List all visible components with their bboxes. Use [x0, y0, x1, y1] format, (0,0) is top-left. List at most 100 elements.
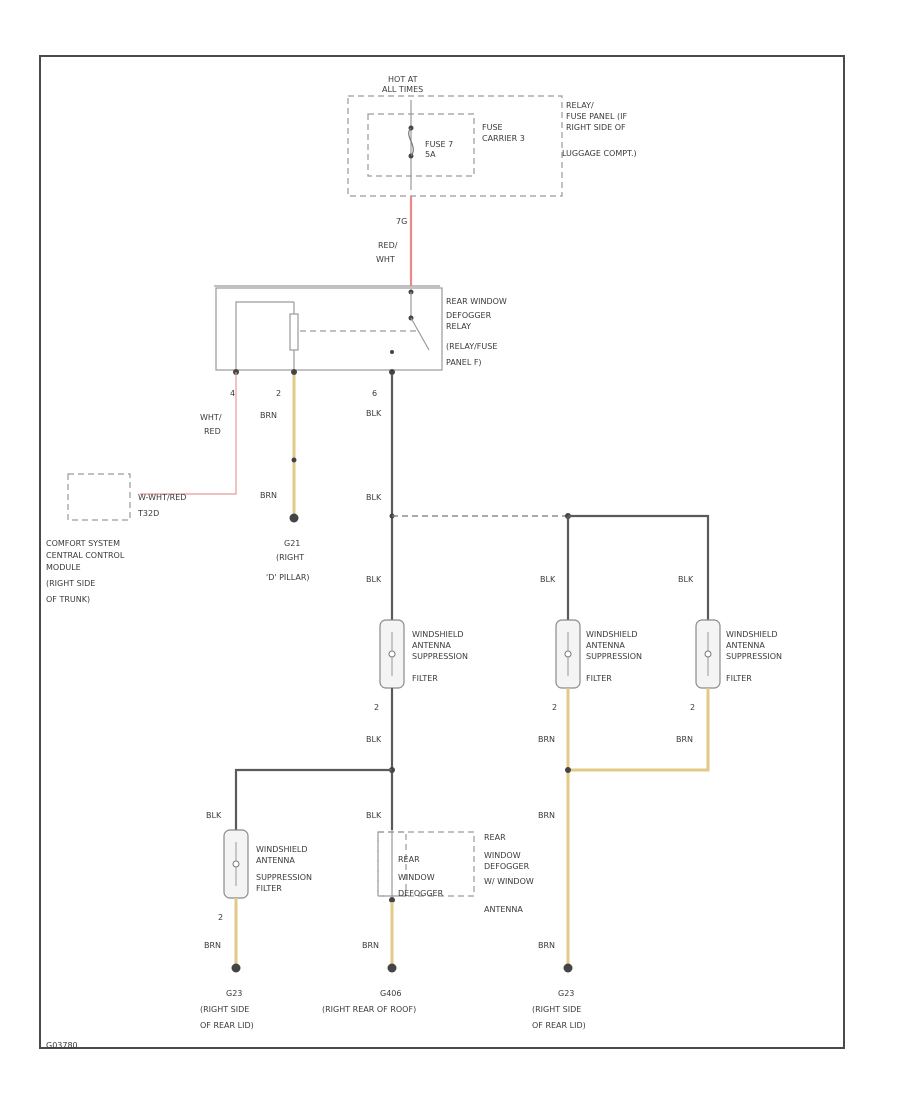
carrier-label-line2: CARRIER 3 — [482, 134, 525, 143]
relay-box — [215, 287, 443, 371]
filter-a-label-line2: ANTENNA — [412, 641, 451, 650]
relay-output-node — [390, 350, 394, 354]
filter-a-label-line3: SUPPRESSION — [412, 652, 468, 661]
ccm-label-line5: OF TRUNK) — [46, 595, 90, 604]
filter-d-label-line3: SUPPRESSION — [256, 873, 312, 882]
filter-a-label-line4: FILTER — [412, 674, 438, 683]
brn-label-filter-d: BRN — [204, 941, 221, 950]
relay-label-line4: (RELAY/FUSE — [446, 342, 497, 351]
carrier-label-line1: FUSE — [482, 123, 503, 132]
relay-pin-6: 6 — [372, 389, 377, 398]
defogger-label-line2: WINDOW — [398, 873, 435, 882]
filter-b-label-line3: SUPPRESSION — [586, 652, 642, 661]
defogger-label-line1: REAR — [398, 855, 420, 864]
ccm-wire-label: W-WHT/RED — [138, 493, 186, 502]
relay-switch-contact — [410, 317, 430, 351]
red-wht-label-line2: WHT — [376, 255, 395, 264]
filter-d-capacitor — [232, 860, 240, 868]
filter-d-label-line4: FILTER — [256, 884, 282, 893]
relay-pin-2: 2 — [276, 389, 281, 398]
filter-a-label-line1: WINDSHIELD — [412, 630, 464, 639]
filter-b-label-line2: ANTENNA — [586, 641, 625, 650]
ground-g21-loc-line1: (RIGHT — [276, 553, 304, 562]
blk-label-8: BLK — [366, 811, 382, 820]
figure-id: G03780 — [46, 1041, 78, 1050]
ccm-connector: T32D — [137, 509, 159, 518]
filter-a-capacitor — [388, 650, 396, 658]
defogger-antenna-label-line5: ANTENNA — [484, 905, 523, 914]
filter-c-label-line2: ANTENNA — [726, 641, 765, 650]
filter-c-pin: 2 — [690, 703, 695, 712]
blk-label-6: BLK — [366, 735, 382, 744]
relay-label-line2: DEFOGGER — [446, 311, 492, 320]
ground-g23-right-symbol — [563, 963, 573, 973]
blk-label-1: BLK — [366, 409, 382, 418]
relay-pin-2-node — [291, 369, 297, 375]
filter-b-capacitor — [564, 650, 572, 658]
ccm-label-line3: MODULE — [46, 563, 81, 572]
defogger-output-node — [389, 897, 395, 903]
fuse-element — [408, 127, 414, 157]
relay-coil-circuit — [235, 301, 294, 372]
relay-panel-label-line3: RIGHT SIDE OF — [566, 123, 626, 132]
fuse-pin-label: 7G — [396, 217, 407, 226]
fuse-label-line1: FUSE 7 — [425, 140, 453, 149]
ccm-label-line1: COMFORT SYSTEM — [46, 539, 120, 548]
wht-red-label-line2: RED — [204, 427, 221, 436]
defogger-antenna-label-line4: W/ WINDOW — [484, 877, 534, 886]
defogger-antenna-label-line2: WINDOW — [484, 851, 521, 860]
brn-label-defogger: BRN — [362, 941, 379, 950]
relay-panel-label-line1: RELAY/ — [566, 101, 594, 110]
defogger-label-line3: DEFOGGER — [398, 889, 444, 898]
filter-c-label-line1: WINDSHIELD — [726, 630, 778, 639]
brn-label-right-1: BRN — [538, 811, 555, 820]
ground-g23-right-loc-line2: OF REAR LID) — [532, 1021, 586, 1030]
filter-d-label-line2: ANTENNA — [256, 856, 295, 865]
defogger-antenna-label-line1: REAR — [484, 833, 506, 842]
ground-g406-loc: (RIGHT REAR OF ROOF) — [322, 1005, 416, 1014]
wht-red-label-line1: WHT/ — [200, 413, 222, 422]
filter-c-label-line4: FILTER — [726, 674, 752, 683]
blk-label-3: BLK — [366, 575, 382, 584]
filter-b-pin: 2 — [552, 703, 557, 712]
blk-wire-filter-d — [234, 768, 392, 830]
ground-g23-left-symbol — [231, 963, 241, 973]
ground-g23-right-loc-line1: (RIGHT SIDE — [532, 1005, 581, 1014]
blk-label-7: BLK — [206, 811, 222, 820]
brn-label-filter-c: BRN — [676, 735, 693, 744]
relay-panel-label-line4: LUGGAGE COMPT.) — [562, 149, 637, 158]
relay-pin-6-node — [389, 369, 395, 375]
ground-g23-right-id: G23 — [558, 989, 574, 998]
ground-g21-symbol — [289, 513, 299, 523]
diagram-border — [39, 55, 845, 1049]
blk-wire-filter-c — [568, 514, 710, 620]
brn-wire-filter-c — [568, 688, 710, 772]
ground-g406-symbol — [387, 963, 397, 973]
brn-label-pin2: BRN — [260, 411, 277, 420]
filter-d-pin: 2 — [218, 913, 223, 922]
relay-pin-4: 4 — [230, 389, 235, 398]
red-wht-label-line1: RED/ — [378, 241, 398, 250]
filter-c-capacitor — [704, 650, 712, 658]
filter-d-label-line1: WINDSHIELD — [256, 845, 308, 854]
filter-b-label-line1: WINDSHIELD — [586, 630, 638, 639]
relay-coil — [289, 313, 299, 351]
brn-splice-right — [565, 767, 571, 773]
relay-label-line1: REAR WINDOW — [446, 297, 507, 306]
ground-g23-left-loc-line1: (RIGHT SIDE — [200, 1005, 249, 1014]
ground-g21-id: G21 — [284, 539, 300, 548]
brn-label-g21: BRN — [260, 491, 277, 500]
hot-label-line2: ALL TIMES — [382, 85, 423, 94]
brn-splice-g21 — [291, 457, 297, 463]
relay-panel-label-line2: FUSE PANEL (IF — [566, 112, 627, 121]
ground-g406-id: G406 — [380, 989, 401, 998]
filter-c-label-line3: SUPPRESSION — [726, 652, 782, 661]
ground-g21-loc-line2: 'D' PILLAR) — [266, 573, 310, 582]
defogger-antenna-label-line3: DEFOGGER — [484, 862, 530, 871]
hot-label-line1: HOT AT — [388, 75, 418, 84]
ccm-box — [67, 473, 131, 521]
filter-b-label-line4: FILTER — [586, 674, 612, 683]
wht-red-wire — [140, 372, 237, 495]
relay-label-line5: PANEL F) — [446, 358, 482, 367]
blk-label-4: BLK — [540, 575, 556, 584]
